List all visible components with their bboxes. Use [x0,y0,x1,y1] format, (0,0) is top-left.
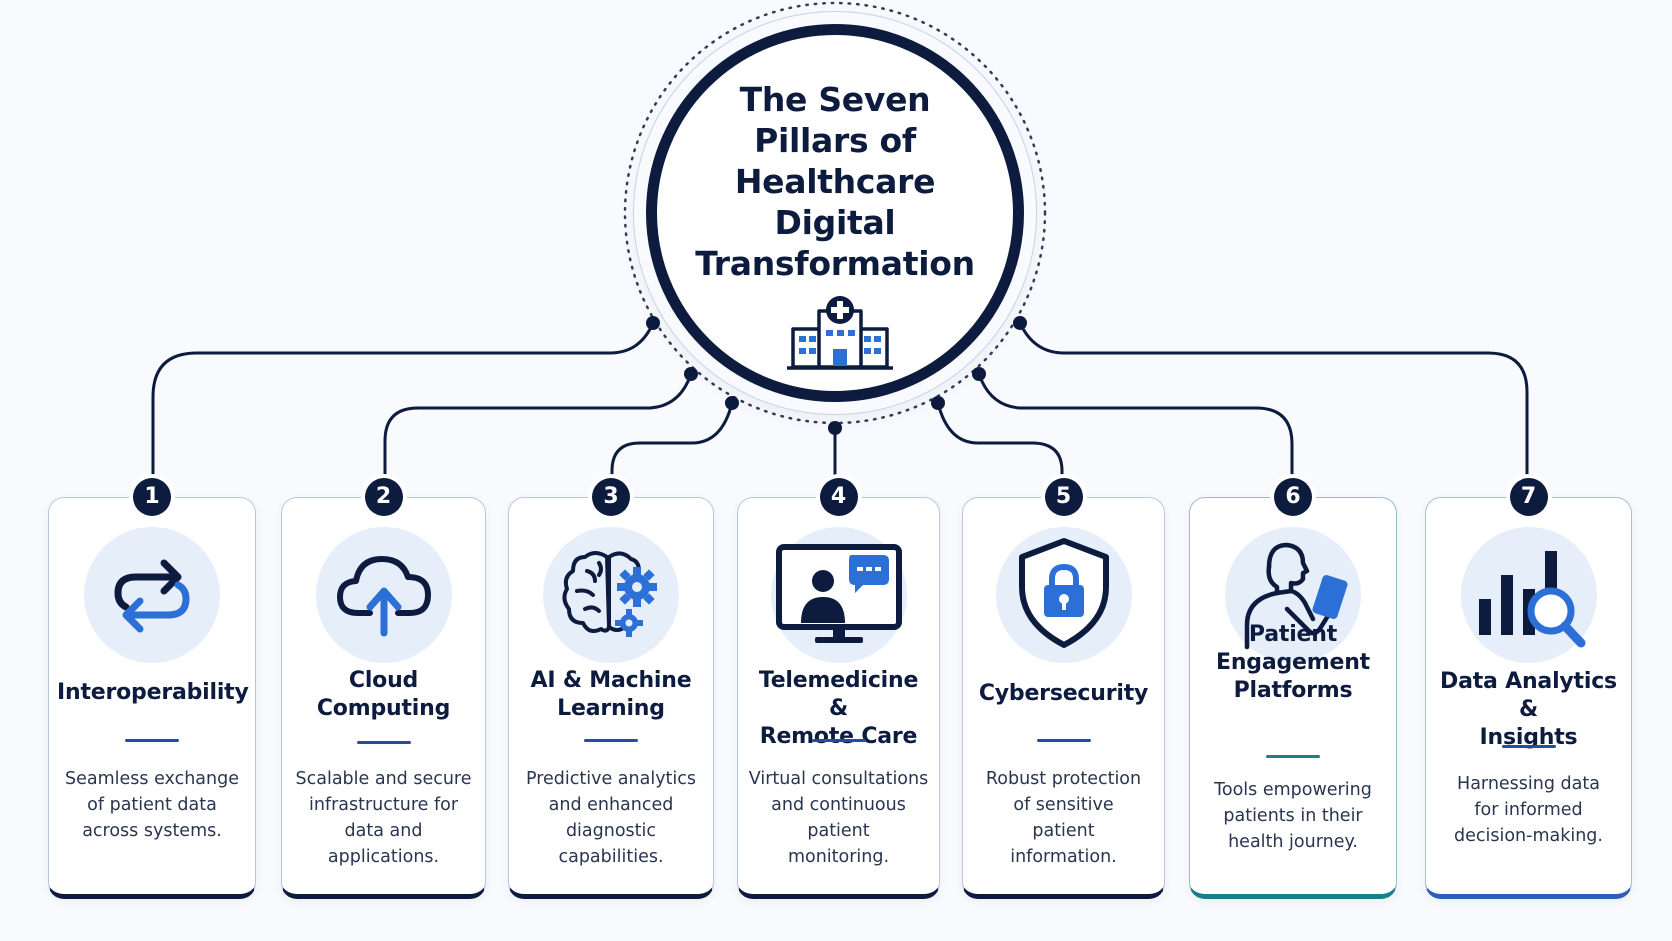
pillar-title: AI & Machine Learning [530,668,692,721]
connector-node-7 [1013,316,1027,330]
connector-node-6 [972,367,986,381]
pillar-title: Interoperability [57,680,249,705]
connector-node-4 [828,421,842,435]
pillar-number-badge: 5 [1044,478,1083,516]
brain-gears-icon [562,551,657,637]
diagram-title: The Seven Pillars of Healthcare Digital … [695,80,975,283]
pillar-divider [1266,755,1320,758]
pillar-description: Harnessing data for informed decision-ma… [1454,774,1603,846]
icon-disc [1225,527,1361,663]
pillar-description: Scalable and secure infrastructure for d… [295,769,472,867]
connector-line-7 [1018,321,1529,499]
video-consultation-icon [775,544,902,643]
icon-disc [1460,527,1597,663]
pillar-divider [1036,739,1091,742]
icon-disc [770,527,907,663]
pillar-divider [811,739,866,742]
connector-line-2 [383,372,693,499]
pillar-card-interoperability: 1 Interoperability Seamless exchange of … [48,478,256,899]
pillar-number-badge: 1 [133,478,171,516]
pillar-card-cybersecurity: 5 Cybersecurity Robust protection of sen… [962,478,1165,899]
cloud-upload-icon [336,556,431,637]
pillar-title: Telemedicine & Remote Care [758,668,919,749]
pillar-card-data-analytics-insights: 7 Data Analytics & Insights Harnessing d… [1425,478,1632,899]
connector-line-3 [610,401,734,499]
icon-disc [995,527,1132,663]
pillar-number-badge: 3 [592,478,630,516]
pillar-title: Data Analytics & Insights [1440,669,1617,750]
connector-node-3 [725,396,739,410]
person-tablet-icon [1244,542,1348,650]
pillar-divider [584,739,638,742]
pillar-number-badge: 4 [819,478,858,516]
pillar-title: Cybersecurity [978,681,1149,706]
connector-line-1 [151,321,655,499]
icon-disc [315,527,452,663]
pillar-description: Tools empowering patients in their healt… [1214,780,1372,852]
connector-node-2 [684,367,698,381]
pillar-description: Predictive analytics and enhanced diagno… [525,769,697,867]
icon-disc [84,527,220,663]
pillar-title: Cloud Computing [316,668,451,721]
pillar-number-badge: 7 [1509,478,1548,516]
pillar-title: Patient Engagement Platforms [1216,622,1370,703]
icon-disc [543,527,679,663]
pillar-number-badge: 2 [364,478,403,516]
pillar-number-badge: 6 [1274,478,1312,516]
connector-node-1 [646,316,660,330]
pillar-card-ai-machine-learning: 3 AI [508,478,714,899]
exchange-arrows-icon [114,559,190,633]
pillar-divider [125,739,179,742]
bar-chart-magnifier-icon [1478,551,1585,648]
dotted-orbit-ring [623,1,1047,425]
pillar-divider [1501,745,1556,748]
shield-lock-icon [1018,538,1109,648]
pillar-card-patient-engagement-platforms: 6 Patient Engagement Platforms Tools emp… [1189,478,1397,899]
connector-node-5 [931,396,945,410]
connector-line-5 [936,401,1064,499]
central-hub: The Seven Pillars of Healthcare Digital … [646,24,1024,402]
hospital-building-icon [787,296,893,370]
connector-line-6 [977,372,1294,499]
pillar-card-telemedicine-remote-care: 4 Telemedicine & Remote Care Virtual con… [737,478,940,899]
pillar-description: Virtual consultations and continuous pat… [748,769,929,867]
pillar-description: Seamless exchange of patient data across… [65,769,239,841]
pillar-description: Robust protection of sensitive patient i… [985,769,1142,867]
pillar-card-cloud-computing: 2 Cloud Computing Scalable and secure in… [281,478,486,899]
pillar-divider [356,741,411,744]
